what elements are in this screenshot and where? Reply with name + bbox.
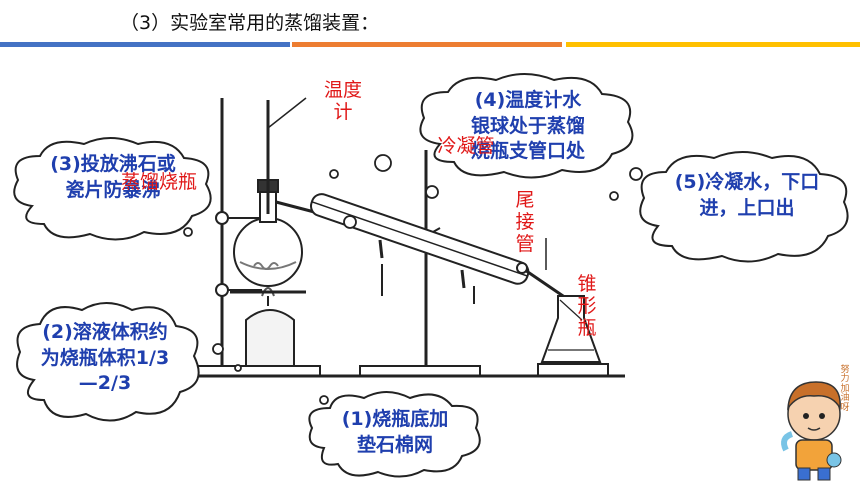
- note-cloud-2: [16, 302, 200, 422]
- page-title: （3）实验室常用的蒸馏装置：: [120, 12, 380, 34]
- note-3-text: (3)投放沸石或瓷片防暴沸: [50, 153, 176, 201]
- mascot-sticker: [781, 381, 842, 481]
- label-adapter: 尾接管: [515, 189, 535, 255]
- note-cloud-1: [308, 391, 481, 478]
- receiver-block: [537, 363, 609, 377]
- label-thermometer: 温度计: [323, 79, 362, 123]
- note-cloud-4: [419, 73, 634, 179]
- note-5-text: (5)冷凝水，下口进，上口出: [674, 171, 820, 219]
- alcohol-lamp: [245, 309, 295, 367]
- header-bar-orange: [292, 42, 562, 47]
- note-2-text: (2)溶液体积约为烧瓶体积1/3—2/3: [40, 321, 170, 395]
- header-bar-blue: [0, 42, 290, 47]
- label-condenser: 冷凝管: [437, 135, 495, 157]
- label-flask: 蒸馏烧瓶: [120, 171, 197, 193]
- note-1-text: (1)烧瓶底加垫石棉网: [341, 408, 449, 456]
- note-cloud-5: [639, 151, 849, 263]
- adapter: [521, 266, 567, 300]
- note-cloud-3: [13, 137, 212, 241]
- label-erlenmeyer: 锥形瓶: [577, 273, 597, 339]
- erlenmeyer-flask: [540, 295, 602, 363]
- header-bar-yellow: [566, 42, 860, 47]
- mascot-caption: 努力加油呀: [840, 365, 850, 413]
- distilling-flask: [233, 217, 303, 287]
- note-4-text: (4)温度计水银球处于蒸馏烧瓶支管口处: [470, 89, 585, 163]
